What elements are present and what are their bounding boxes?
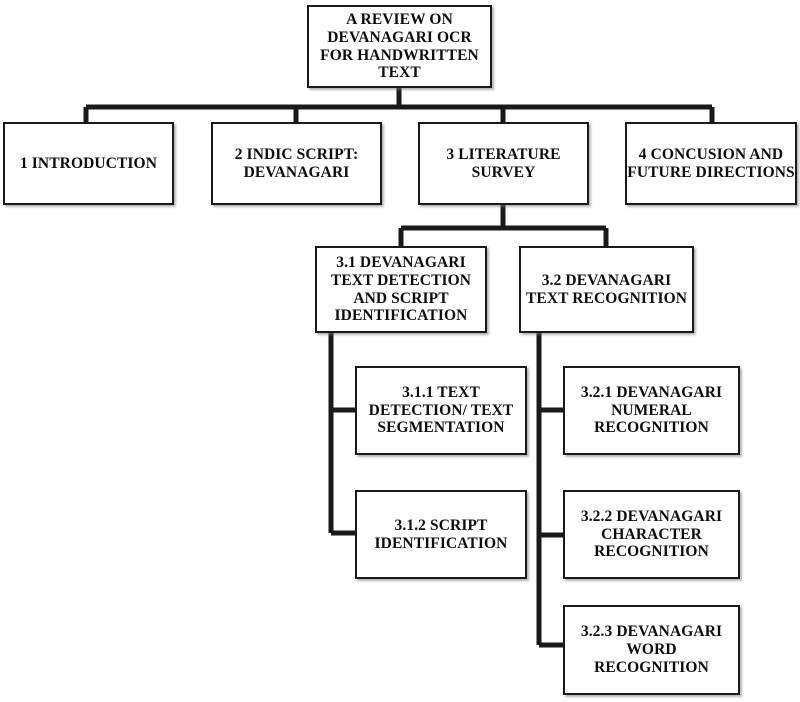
node-section-4-label: 4 CONCUSION AND FUTURE DIRECTIONS <box>627 145 795 181</box>
node-section-3-1-1-label: 3.1.1 TEXT DETECTION/ TEXT SEGMENTATION <box>368 383 514 437</box>
node-section-2-label: 2 INDIC SCRIPT: DEVANAGARI <box>234 145 359 181</box>
node-section-3-2-3-label: 3.2.3 DEVANAGARI WORD RECOGNITION <box>580 623 723 676</box>
node-section-2[interactable]: 2 INDIC SCRIPT: DEVANAGARI <box>211 122 382 205</box>
node-section-3-2-2[interactable]: 3.2.2 DEVANAGARI CHARACTER RECOGNITION <box>563 490 740 579</box>
node-section-3-1-2[interactable]: 3.1.2 SCRIPT IDENTIFICATION <box>355 490 527 579</box>
node-section-3-1-1[interactable]: 3.1.1 TEXT DETECTION/ TEXT SEGMENTATION <box>355 366 527 455</box>
node-section-4[interactable]: 4 CONCUSION AND FUTURE DIRECTIONS <box>625 122 797 205</box>
node-section-3-1-label: 3.1 DEVANAGARI TEXT DETECTION AND SCRIPT… <box>330 253 472 325</box>
node-section-3-2-1-label: 3.2.1 DEVANAGARI NUMERAL RECOGNITION <box>580 383 723 437</box>
node-section-3-label: 3 LITERATURE SURVEY <box>446 145 561 181</box>
node-root-label: A REVIEW ON DEVANAGARI OCR FOR HANDWRITT… <box>320 10 479 82</box>
node-section-3-2-label: 3.2 DEVANAGARI TEXT RECOGNITION <box>525 271 688 307</box>
node-section-3-1[interactable]: 3.1 DEVANAGARI TEXT DETECTION AND SCRIPT… <box>315 246 487 333</box>
node-section-1[interactable]: 1 INTRODUCTION <box>3 122 174 205</box>
node-section-1-label: 1 INTRODUCTION <box>19 154 158 172</box>
node-section-3-2[interactable]: 3.2 DEVANAGARI TEXT RECOGNITION <box>519 246 694 333</box>
node-section-3-2-3[interactable]: 3.2.3 DEVANAGARI WORD RECOGNITION <box>563 605 740 695</box>
node-section-3-2-2-label: 3.2.2 DEVANAGARI CHARACTER RECOGNITION <box>580 507 723 561</box>
node-section-3[interactable]: 3 LITERATURE SURVEY <box>418 122 589 205</box>
node-root[interactable]: A REVIEW ON DEVANAGARI OCR FOR HANDWRITT… <box>307 5 492 88</box>
node-section-3-1-2-label: 3.1.2 SCRIPT IDENTIFICATION <box>374 516 508 552</box>
node-section-3-2-1[interactable]: 3.2.1 DEVANAGARI NUMERAL RECOGNITION <box>563 366 740 455</box>
